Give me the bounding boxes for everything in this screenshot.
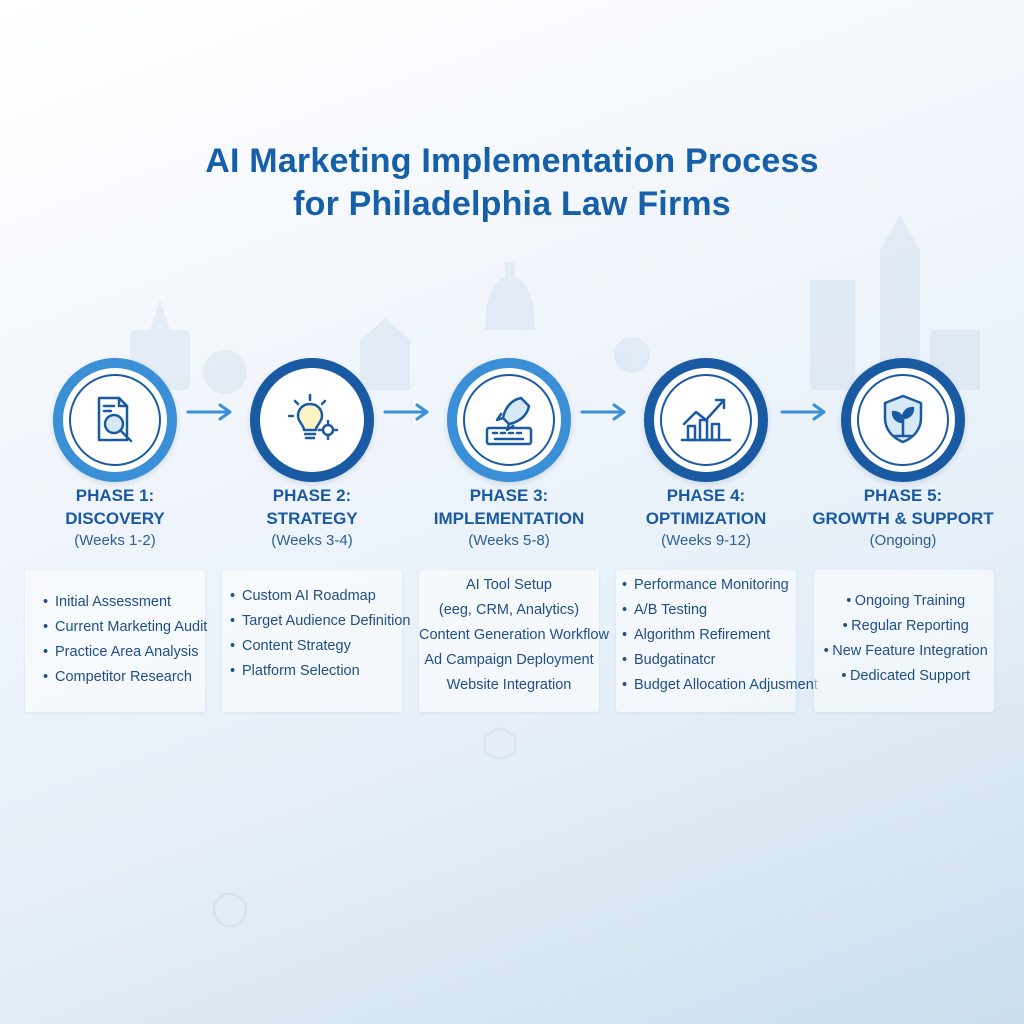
phase-1-details: •Initial Assessment •Current Marketing A… xyxy=(25,570,208,712)
list-item: •A/B Testing xyxy=(622,602,708,618)
arrow-right-icon xyxy=(780,403,826,421)
phase-3-label: PHASE 3: xyxy=(469,486,549,505)
phase-1-label: PHASE 1: xyxy=(75,486,155,505)
list-item: •Competitor Research xyxy=(43,669,192,685)
phase-2-name: STRATEGY xyxy=(266,509,358,528)
list-item: AI Tool Setup xyxy=(466,577,552,593)
list-item: •Practice Area Analysis xyxy=(43,644,199,660)
phase-1-circle xyxy=(53,358,177,482)
page-title-line-2: for Philadelphia Law Firms xyxy=(293,185,731,223)
arrow-right-icon xyxy=(186,403,232,421)
phase-5-weeks: (Ongoing) xyxy=(869,532,937,549)
phase-3-name: IMPLEMENTATION xyxy=(433,509,585,528)
phase-1-name: DISCOVERY xyxy=(65,509,165,528)
list-item: Ad Campaign Deployment xyxy=(424,652,594,668)
phase-3-weeks: (Weeks 5-8) xyxy=(468,532,550,549)
list-item: •Target Audience Definition xyxy=(230,613,411,629)
list-item: •Performance Monitoring xyxy=(622,577,789,593)
phase-5-label: PHASE 5: xyxy=(863,486,943,505)
lightbulb-gear-icon xyxy=(287,393,339,441)
growth-chart-icon xyxy=(680,398,732,442)
list-item: •Dedicated Support xyxy=(841,668,971,684)
list-item: •Ongoing Training xyxy=(846,593,966,609)
phase-5-circle xyxy=(841,358,965,482)
phase-3-details: AI Tool Setup (eeg, CRM, Analytics) Cont… xyxy=(419,570,609,712)
list-item: •Algorithm Refirement xyxy=(622,627,771,643)
list-item: •Regular Reporting xyxy=(842,618,969,634)
phase-5-details: •Ongoing Training •Regular Reporting •Ne… xyxy=(814,570,994,712)
list-item: •Budgatinatcr xyxy=(622,652,716,668)
phase-2-details: •Custom AI Roadmap •Target Audience Defi… xyxy=(222,570,411,712)
phase-1-weeks: (Weeks 1-2) xyxy=(74,532,156,549)
phase-4-name: OPTIMIZATION xyxy=(645,509,767,528)
list-item: •Current Marketing Audit xyxy=(43,619,208,635)
arrow-right-icon xyxy=(580,403,626,421)
phase-5-name: GROWTH & SUPPORT xyxy=(812,509,994,528)
list-item: Website Integration xyxy=(446,677,572,693)
phase-4-weeks: (Weeks 9-12) xyxy=(661,532,751,549)
rocket-keyboard-icon xyxy=(485,396,533,446)
phase-2-circle xyxy=(250,358,374,482)
document-magnifier-icon xyxy=(97,396,133,443)
phase-3-circle xyxy=(447,358,571,482)
arrow-right-icon xyxy=(383,403,429,421)
phase-4-details: •Performance Monitoring •A/B Testing •Al… xyxy=(616,570,818,712)
phase-4-circle xyxy=(644,358,768,482)
list-item: (eeg, CRM, Analytics) xyxy=(438,602,580,618)
list-item: •Content Strategy xyxy=(230,638,351,654)
list-item: Content Generation Workflow xyxy=(419,627,609,643)
phase-2-label: PHASE 2: xyxy=(272,486,352,505)
list-item: •Platform Selection xyxy=(230,663,360,679)
list-item: •Budget Allocation Adjusment xyxy=(622,677,818,693)
list-item: •Initial Assessment xyxy=(43,594,172,610)
list-item: •New Feature Integration xyxy=(823,643,988,659)
phase-4-label: PHASE 4: xyxy=(666,486,746,505)
shield-plant-icon xyxy=(883,394,923,444)
page-title-line-1: AI Marketing Implementation Process xyxy=(205,142,819,180)
phase-2-weeks: (Weeks 3-4) xyxy=(271,532,353,549)
list-item: •Custom AI Roadmap xyxy=(230,588,376,604)
